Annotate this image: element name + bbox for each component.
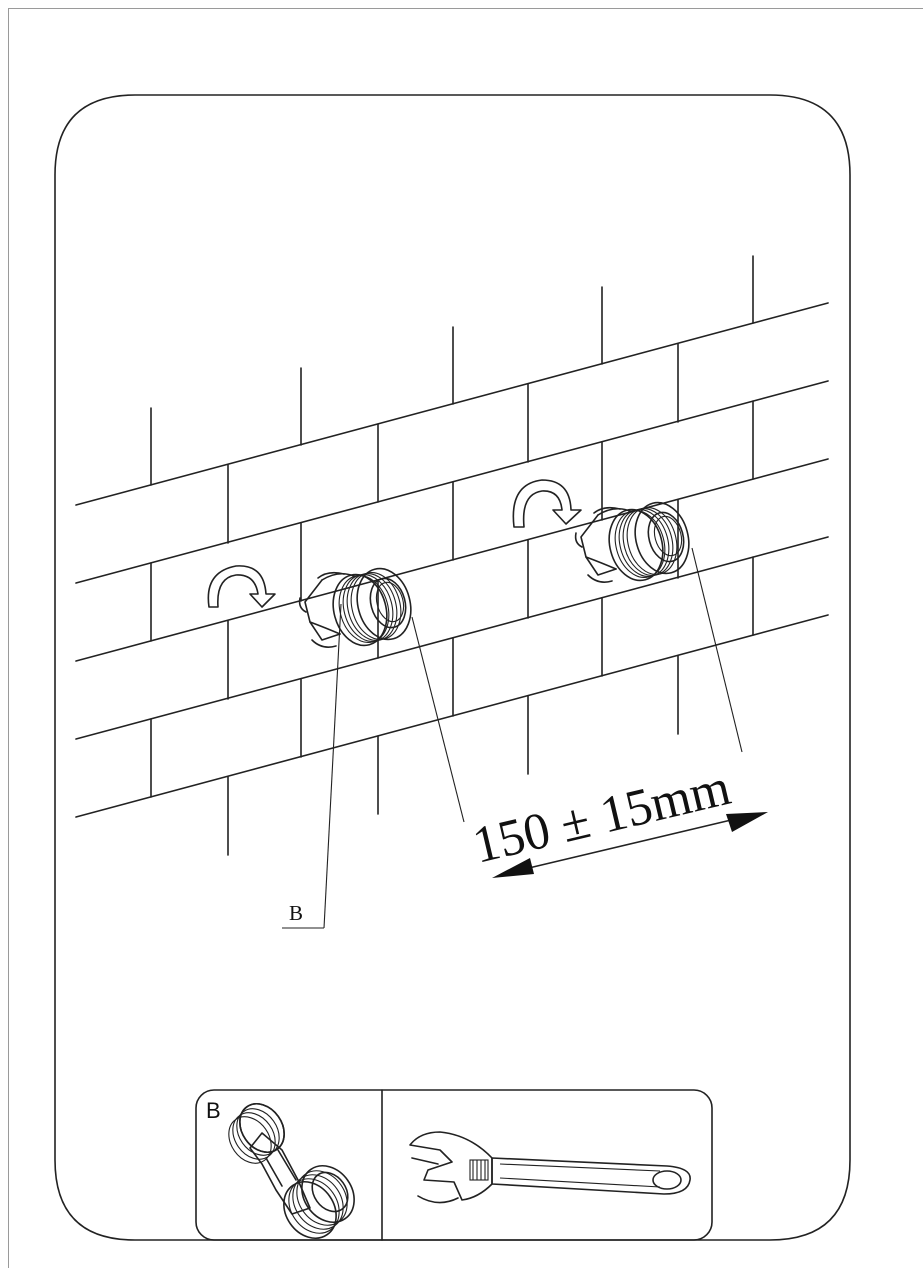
parts-box: [195, 1089, 713, 1241]
brick-wall: [75, 255, 829, 856]
page-border: [8, 8, 923, 1268]
dimension-arrow: [492, 812, 768, 878]
wrench-adjuster-screw: [469, 1159, 489, 1181]
diagram-panel: [54, 94, 851, 1241]
dimension-label: 150 ± 15mm: [468, 759, 736, 875]
right-rotation-arrow-icon: [512, 479, 582, 528]
connector-part-icon: [228, 1103, 355, 1239]
dimension-arrowhead-left: [492, 858, 534, 878]
left-eccentric-connector: [298, 567, 412, 648]
left-rotation-arrow-icon: [207, 565, 276, 608]
leader-lines: [282, 547, 743, 929]
dimension-arrowhead-right: [726, 812, 768, 832]
mortar-course-lines: [75, 302, 829, 818]
parts-box-label: B: [206, 1098, 221, 1123]
brick-joints: [150, 255, 754, 856]
adjustable-wrench-icon: [409, 1131, 691, 1204]
callout-label-b: B: [289, 901, 303, 925]
right-eccentric-connector: [574, 501, 690, 583]
